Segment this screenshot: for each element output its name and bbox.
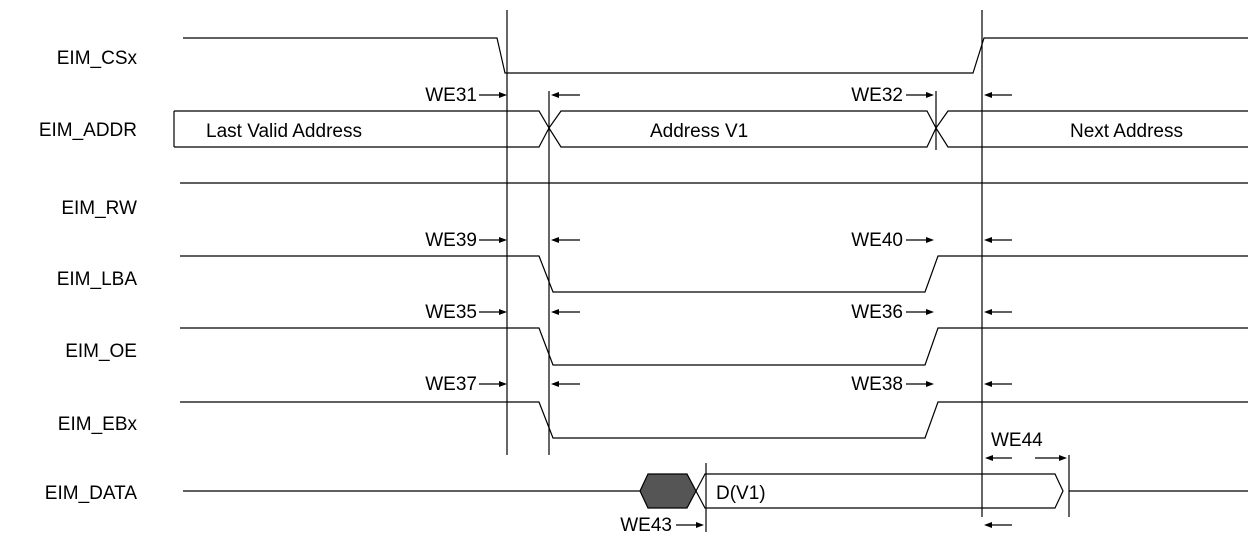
signal-name-ebx: EIM_EBx — [58, 414, 138, 435]
signal-name-cs: EIM_CSx — [57, 48, 138, 69]
signal-name-rw: EIM_RW — [61, 198, 137, 219]
timing-label-we43: WE43 — [620, 515, 672, 535]
addr-bus-top — [174, 110, 1248, 130]
data-value-v1: D(V1) — [716, 483, 766, 504]
data-valid-region — [695, 473, 1064, 509]
waveform-lba — [180, 255, 1248, 293]
data-invalid-region — [639, 473, 697, 509]
timing-label-we36: WE36 — [851, 302, 903, 323]
signal-name-data: EIM_DATA — [45, 483, 138, 504]
timing-label-we32: WE32 — [851, 85, 903, 106]
timing-label-we31: WE31 — [425, 85, 477, 106]
timing-label-we38: WE38 — [851, 374, 903, 395]
addr-bus-bottom — [174, 126, 1248, 148]
timing-label-we40: WE40 — [851, 230, 903, 251]
addr-value-last: Last Valid Address — [206, 121, 362, 142]
signal-name-lba: EIM_LBA — [57, 269, 138, 290]
addr-value-next: Next Address — [1070, 121, 1183, 142]
waveform-oe — [180, 327, 1248, 366]
signal-name-oe: EIM_OE — [65, 341, 137, 362]
addr-value-v1: Address V1 — [650, 121, 748, 142]
waveform-ebx — [180, 401, 1248, 439]
timing-label-we44: WE44 — [991, 430, 1043, 451]
waveform-cs — [183, 37, 1248, 74]
timing-label-we39: WE39 — [425, 230, 477, 251]
timing-label-we35: WE35 — [425, 302, 477, 323]
timing-label-we37: WE37 — [425, 374, 477, 395]
signal-name-addr: EIM_ADDR — [39, 120, 137, 141]
